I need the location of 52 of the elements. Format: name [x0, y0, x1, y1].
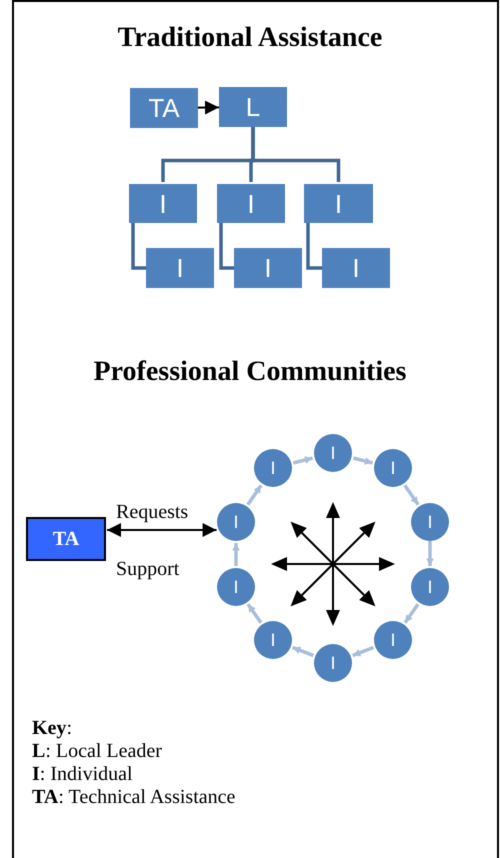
key-text: L: Local Leader [32, 739, 162, 764]
key-text: TA: Technical Assistance [32, 785, 236, 810]
connector-line [219, 223, 234, 270]
node-box [304, 184, 373, 223]
node-label: I [390, 459, 396, 477]
arrow [404, 603, 420, 624]
node-label: I [352, 255, 360, 281]
node-label: TA [148, 95, 180, 121]
node-label: I [159, 190, 167, 216]
section-title: Traditional Assistance [116, 21, 384, 55]
arrow-label: Requests [116, 500, 188, 525]
connector-line [131, 223, 146, 270]
node-box [129, 184, 197, 223]
node-label: I [270, 459, 276, 477]
node-label: I [264, 255, 272, 281]
arrow [403, 484, 420, 506]
node-label: I [270, 631, 276, 649]
arrow [107, 523, 217, 537]
arrow [292, 456, 314, 465]
node-label: I [247, 190, 255, 216]
arrow [352, 456, 374, 465]
node-label: I [330, 654, 336, 672]
node-label: I [330, 444, 336, 462]
arrow [426, 541, 434, 566]
node-box [234, 248, 302, 288]
node-box [219, 87, 287, 127]
key-text: I: Individual [32, 762, 133, 787]
node-box [146, 248, 214, 288]
arrow [232, 543, 240, 566]
node-label: I [390, 631, 396, 649]
node-label: TA [52, 529, 80, 549]
node-box [130, 88, 198, 128]
arrow [292, 646, 314, 658]
arrow-label: Support [116, 557, 180, 582]
arrow [352, 646, 374, 658]
node-box [322, 248, 390, 288]
section-title: Professional Communities [92, 355, 408, 389]
arrow [246, 484, 263, 506]
connector-line [251, 127, 340, 182]
node-box [217, 184, 285, 223]
node-label: I [334, 190, 342, 216]
node-label: I [233, 578, 238, 596]
arrow [198, 100, 220, 115]
node-label: I [427, 513, 432, 531]
node-label: I [176, 255, 184, 281]
key-text: Key: [32, 716, 72, 741]
node-label: I [427, 578, 432, 596]
node-label: I [233, 513, 238, 531]
node-label: L [246, 94, 260, 120]
node-box [26, 517, 106, 561]
connector-line [306, 223, 322, 270]
arrow [246, 603, 262, 624]
